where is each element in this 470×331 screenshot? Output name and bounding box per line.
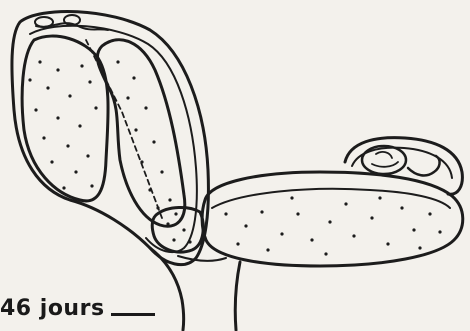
middle-chamber: [97, 40, 184, 227]
caption-text: 46 jours: [0, 296, 105, 321]
top-right-nucleus-detail: [372, 152, 398, 167]
top-right-hook: [408, 156, 440, 175]
right-sac-inner-wall: [212, 189, 450, 208]
figure-caption: 46 jours: [0, 296, 155, 321]
stippling: [28, 60, 441, 255]
right-sac: [202, 172, 463, 266]
top-right-nucleus: [362, 146, 406, 174]
right-stalk: [235, 262, 240, 330]
left-sac-outer-wall: [12, 12, 209, 265]
left-stalk-inner: [178, 256, 226, 261]
caption-rule: [111, 313, 155, 316]
